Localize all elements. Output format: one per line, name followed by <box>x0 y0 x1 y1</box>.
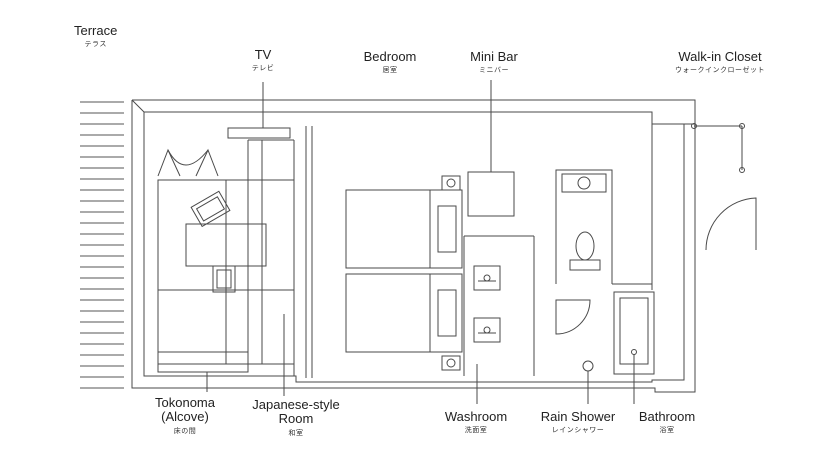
japanese-room-label-en-2: Room <box>278 411 314 427</box>
low-table <box>185 190 267 293</box>
tokonoma-alcove <box>157 351 249 373</box>
toilet-room <box>555 169 613 284</box>
tv-label: TV テレビ <box>244 47 282 73</box>
closet-label: Walk-in Closet ウォークインクローゼット <box>664 49 776 75</box>
terrace-label-en: Terrace <box>74 23 118 38</box>
minibar-label-jp: ミニバー <box>479 67 509 75</box>
wash-basins <box>473 265 501 343</box>
toilet-door <box>555 299 591 335</box>
closet-door <box>705 197 757 251</box>
minibar-label: Mini Bar ミニバー <box>462 49 526 75</box>
nightstands <box>441 175 461 371</box>
tokonoma-label-jp: 床の間 <box>173 427 197 435</box>
closet-rail <box>691 123 745 173</box>
tokonoma-label-en-2: (Alcove) <box>161 409 209 425</box>
japanese-room-label-en: Japanese-style <box>252 397 340 412</box>
terrace-label-jp: テラス <box>84 41 107 49</box>
tv-unit <box>227 127 291 139</box>
japanese-room <box>157 139 295 376</box>
leader-lines <box>206 80 635 404</box>
rain-shower-label-jp: レインシャワー <box>551 427 605 435</box>
bathroom-label: Bathroom 浴室 <box>630 409 704 435</box>
bedroom-label: Bedroom 居室 <box>354 49 426 75</box>
tokonoma-label: Tokonoma (Alcove) 床の間 <box>150 395 220 435</box>
washroom-label-en: Washroom <box>444 409 508 424</box>
bedroom-label-jp: 居室 <box>382 67 398 75</box>
japanese-room-label: Japanese-style Room 和室 <box>246 397 346 437</box>
bathroom-label-jp: 浴室 <box>659 427 675 435</box>
terrace-decking <box>80 101 124 389</box>
rain-shower-head <box>582 360 594 372</box>
mini-bar-cabinet <box>467 171 515 217</box>
closet-label-en: Walk-in Closet <box>678 49 762 64</box>
washroom-label: Washroom 洗面室 <box>438 409 514 435</box>
tv-label-en: TV <box>254 47 272 62</box>
rain-shower-label-en: Rain Shower <box>540 409 616 424</box>
bathroom-label-en: Bathroom <box>638 409 696 424</box>
tokonoma-label-en: Tokonoma <box>155 395 215 410</box>
rain-shower-label: Rain Shower レインシャワー <box>534 409 622 435</box>
terrace-label: Terrace テラス <box>74 23 118 49</box>
washroom-label-jp: 洗面室 <box>464 427 488 435</box>
japanese-room-label-jp: 和室 <box>288 429 304 437</box>
closet-label-jp: ウォークインクローゼット <box>675 67 765 75</box>
beds <box>345 189 463 353</box>
minibar-label-en: Mini Bar <box>470 49 518 64</box>
outer-walls <box>131 99 696 393</box>
tv-label-jp: テレビ <box>251 65 275 73</box>
bedroom-label-en: Bedroom <box>363 49 417 64</box>
